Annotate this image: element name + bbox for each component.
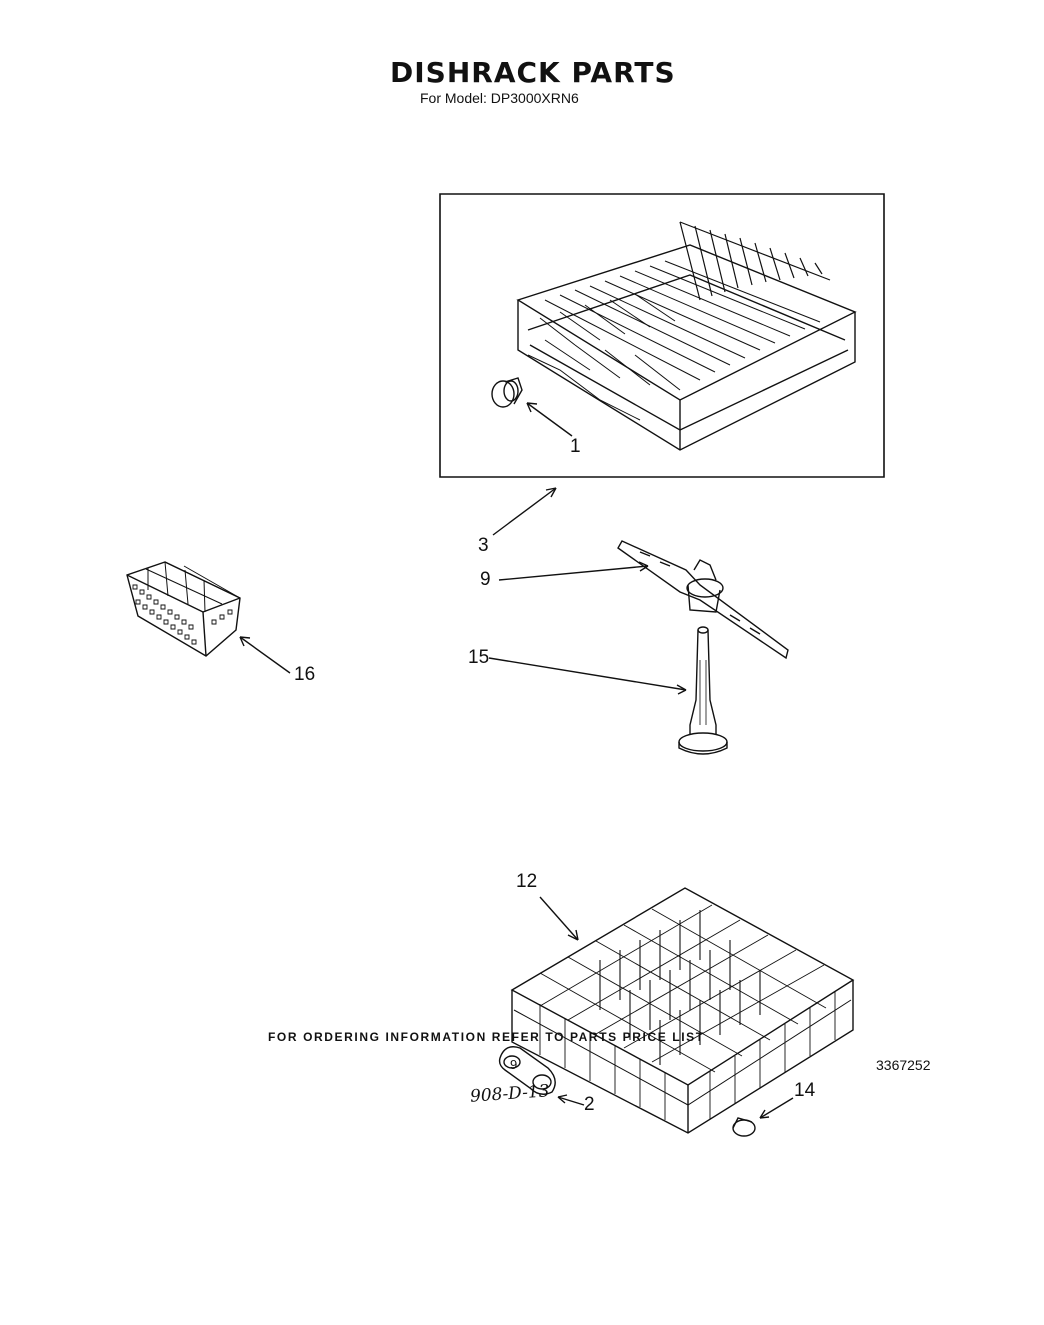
upper-rack-assembly-frame [440,194,884,477]
leader-part-16 [240,637,290,673]
arrowhead-part-14 [760,1110,769,1118]
leader-part-1 [527,403,572,436]
leader-part-2 [558,1097,584,1105]
callout-part-9: 9 [480,569,491,590]
arrowhead-part-16 [240,637,250,646]
silverware-basket-part-16 [127,562,240,656]
upper-dishrack-drawing [518,222,855,450]
callout-part-14: 14 [794,1080,816,1101]
leader-part-15 [489,658,686,690]
lower-rack-roller-part-2 [500,1047,556,1095]
arrowhead-part-3 [546,488,556,497]
arrowhead-part-12 [568,930,578,940]
callout-part-12: 12 [516,871,538,892]
upper-rack-roller-part-1 [492,378,522,407]
page-title: DISHRACK PARTS [390,56,676,89]
leader-part-3 [493,488,556,535]
callout-part-1: 1 [570,436,581,457]
leader-part-12 [540,897,578,940]
callout-part-3: 3 [478,535,489,556]
leader-part-9 [499,566,648,580]
end-cap-part-14 [733,1118,755,1136]
spray-tower-part-15 [679,627,727,754]
arrowhead-part-1 [527,403,537,412]
arrowhead-part-15 [677,685,686,694]
arrowhead-part-9 [639,562,648,571]
ordering-note: FOR ORDERING INFORMATION REFER TO PARTS … [268,1030,705,1044]
document-number: 3367252 [876,1057,931,1073]
callout-part-15: 15 [468,647,490,668]
spray-arm-part-9 [618,541,788,658]
arrowhead-part-2 [558,1095,567,1103]
model-subtitle: For Model: DP3000XRN6 [420,90,579,106]
callout-part-16: 16 [294,664,316,685]
lower-dishrack-part-12 [512,888,853,1133]
page-number: 9 [510,1057,518,1072]
callout-part-2: 2 [584,1094,595,1115]
leader-part-14 [760,1098,793,1118]
